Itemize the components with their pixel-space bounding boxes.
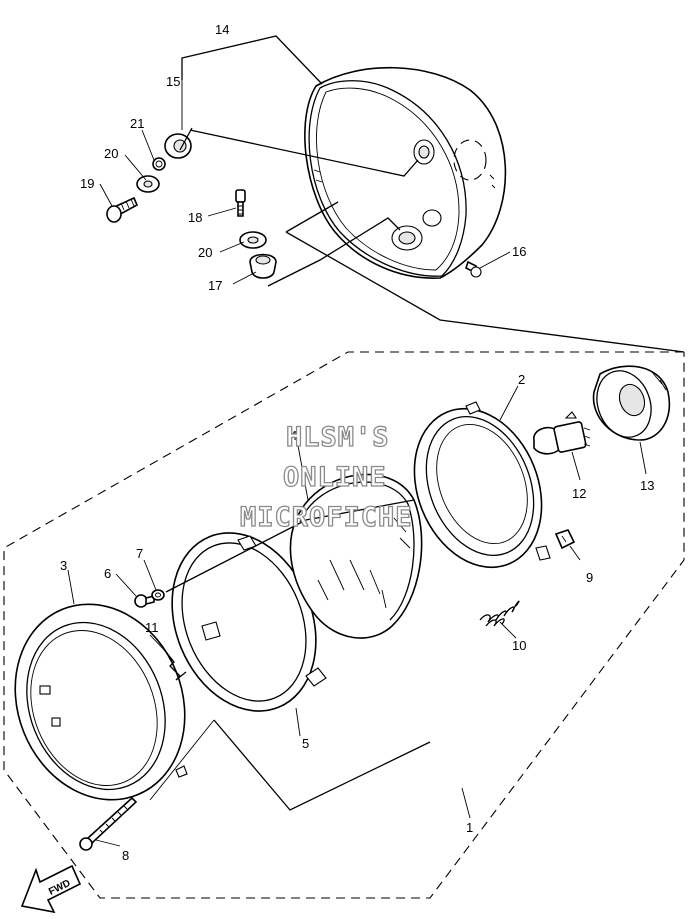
- callout-14: 14: [215, 22, 229, 37]
- part-15-grommet: [164, 133, 192, 159]
- part-2-reflector-housing: [413, 401, 551, 569]
- part-4-lens-unit: [289, 473, 423, 639]
- callout-5: 5: [302, 736, 309, 751]
- part-20-washer-lower: [239, 231, 267, 249]
- callout-21: 21: [130, 116, 144, 131]
- watermark-line-2: ONLINE: [283, 462, 387, 493]
- callout-2: 2: [518, 372, 525, 387]
- callout-20-lower: 20: [198, 245, 212, 260]
- callout-8: 8: [122, 848, 129, 863]
- watermark-line-1: HLSM'S: [286, 422, 390, 453]
- part-17-grommet: [249, 253, 277, 279]
- callout-3: 3: [60, 558, 67, 573]
- callout-10: 10: [512, 638, 526, 653]
- callout-18: 18: [188, 210, 202, 225]
- callout-11: 11: [145, 620, 159, 635]
- part-6-screw: [134, 594, 155, 608]
- callout-7: 7: [136, 546, 143, 561]
- callout-12: 12: [572, 486, 586, 501]
- callout-leaders: [67, 129, 647, 847]
- watermark-line-3: MICROFICHE: [240, 502, 413, 533]
- part-5-retaining-ring: [171, 532, 327, 712]
- callout-13: 13: [640, 478, 654, 493]
- part-21-collar: [152, 157, 166, 171]
- part-11-spring-clip: [165, 651, 187, 681]
- fwd-direction-arrow: FWD: [20, 864, 82, 914]
- callout-6: 6: [104, 566, 111, 581]
- callout-16: 16: [512, 244, 526, 259]
- part-12-bulb: [533, 411, 591, 455]
- part-18-bolt: [235, 189, 246, 217]
- part-19-bolt: [106, 196, 139, 223]
- bracket-14: [181, 35, 323, 85]
- callout-17: 17: [208, 278, 222, 293]
- headlight-housing: [304, 66, 507, 279]
- callout-1: 1: [466, 820, 473, 835]
- callout-4: 4: [290, 428, 297, 443]
- watermark: HLSM'S ONLINE MICROFICHE: [239, 421, 413, 533]
- callout-15: 15: [166, 74, 180, 89]
- part-9-clip: [554, 529, 576, 550]
- part-10-spring: [479, 600, 520, 627]
- callout-20-upper: 20: [104, 146, 118, 161]
- callout-19: 19: [80, 176, 94, 191]
- callout-9: 9: [586, 570, 593, 585]
- part-7-washer: [151, 589, 165, 601]
- part-8-long-screw: [79, 796, 138, 851]
- part-16-screw: [465, 260, 482, 278]
- part-20-washer-upper: [136, 175, 160, 193]
- part-13-dust-cover: [592, 365, 671, 441]
